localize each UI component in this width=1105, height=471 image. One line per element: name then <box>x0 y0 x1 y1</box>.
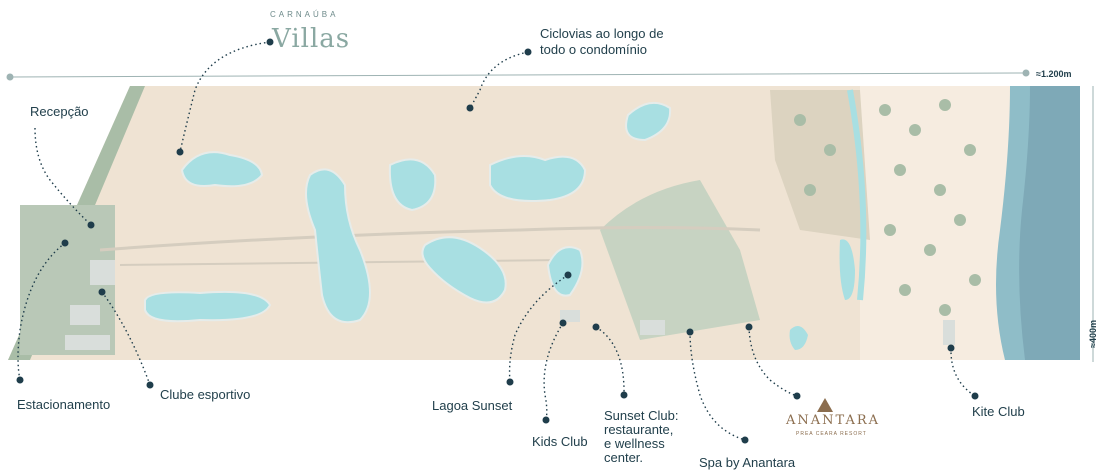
pond-east <box>489 155 587 202</box>
connector-kids <box>543 322 564 421</box>
connector-spa <box>689 331 746 441</box>
connector-kite <box>950 347 976 397</box>
label-estacionamento: Estacionamento <box>17 397 111 412</box>
dot-estacionamento <box>16 376 24 384</box>
label-sunset-club-3: e wellness <box>604 436 665 451</box>
pond-north-east <box>625 101 672 142</box>
marker-kite <box>947 344 955 352</box>
dot-anantara <box>793 392 801 400</box>
connector-sunset <box>595 326 625 396</box>
label-sunset-club-2: restaurante, <box>604 422 674 437</box>
anantara-logo-icon <box>817 398 833 412</box>
green-area-center <box>600 180 760 340</box>
creek <box>847 89 867 301</box>
connector-clube <box>101 291 151 386</box>
dot-kite <box>971 392 979 400</box>
beach-trees <box>794 99 981 316</box>
beach-sand <box>860 86 1020 360</box>
marker-estacionamento <box>61 239 69 247</box>
label-sunset-club-4: center. <box>604 450 644 465</box>
pond-south-west <box>144 290 272 323</box>
label-recepcao: Recepção <box>30 104 89 119</box>
connector-estacionamento <box>17 242 66 381</box>
marker-ciclovias <box>466 104 474 112</box>
pond-central-south <box>421 236 507 304</box>
connector-villas <box>179 41 271 153</box>
main-road <box>99 226 761 252</box>
label-kids-club: Kids Club <box>532 434 588 449</box>
marker-spa <box>686 328 694 336</box>
marker-villas <box>176 148 184 156</box>
dot-ciclovias <box>524 48 532 56</box>
marker-recepcao <box>87 221 95 229</box>
marker-anantara <box>745 323 753 331</box>
label-spa: Spa by Anantara <box>699 455 796 470</box>
dot-spa <box>741 436 749 444</box>
label-ciclovias-line2: todo o condomínio <box>540 42 647 57</box>
dot-kids <box>542 416 550 424</box>
connector-lagoa <box>508 274 569 383</box>
label-lagoa-sunset: Lagoa Sunset <box>432 398 513 413</box>
marker-lagoa <box>564 271 572 279</box>
measure-start-dot <box>6 73 14 81</box>
length-measure-line <box>9 72 1027 78</box>
label-sunset-club-1: Sunset Club: <box>604 408 679 423</box>
partner-name: ANANTARA <box>786 413 881 428</box>
dunes-area <box>770 90 870 240</box>
measure-end-dot <box>1022 69 1030 77</box>
length-measure-label: ≈1.200m <box>1036 69 1072 79</box>
markers <box>16 38 979 444</box>
dot-lagoa <box>506 378 514 386</box>
dot-villas <box>266 38 274 46</box>
partner-tagline: PREA CEARA RESORT <box>796 431 867 437</box>
dot-clube <box>146 381 154 389</box>
marker-sunset <box>592 323 600 331</box>
pond-central-small <box>388 158 437 212</box>
pond-dunes <box>839 239 855 300</box>
pond-north-west <box>180 151 264 188</box>
connector-recepcao <box>34 127 92 226</box>
brand-title: Villas <box>272 24 351 54</box>
marker-kids <box>559 319 567 327</box>
label-kite-club: Kite Club <box>972 404 1025 419</box>
dot-sunset <box>620 391 628 399</box>
pond-spa <box>789 326 808 350</box>
label-ciclovias-line1: Ciclovias ao longo de <box>540 26 664 41</box>
pond-central-tall <box>305 168 371 324</box>
connector-anantara <box>748 326 798 397</box>
connector-ciclovias <box>469 51 529 109</box>
buildings <box>65 260 955 350</box>
connector-lines <box>17 41 976 441</box>
width-measure-label: ≈400m <box>1088 320 1098 348</box>
marker-clube <box>98 288 106 296</box>
label-clube-esportivo: Clube esportivo <box>160 387 251 402</box>
ocean-deep <box>1019 86 1080 360</box>
brand-subtitle: CARNAÚBA <box>270 10 339 19</box>
